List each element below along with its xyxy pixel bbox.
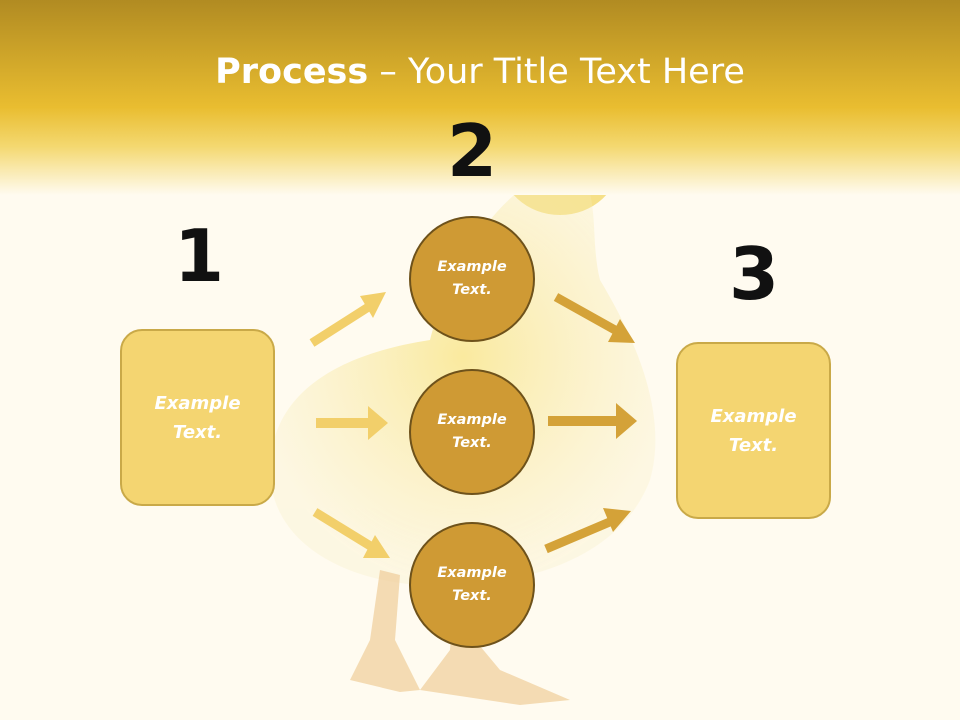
- step-2-node-middle-text: Example Text.: [437, 412, 507, 451]
- step-1-box: Example Text.: [120, 329, 275, 506]
- arrow-1-to-bottom-head: [363, 535, 390, 558]
- arrow-1-to-middle-head: [368, 406, 388, 440]
- arrow-1-to-top-head: [360, 292, 386, 318]
- step-2-node-bottom: Example Text.: [409, 522, 535, 648]
- arrow-1-to-top: [309, 302, 373, 347]
- arrow-bottom-to-3: [544, 516, 614, 554]
- arrow-top-to-3: [553, 293, 618, 334]
- step-1-number: 1: [173, 214, 225, 298]
- step-2-node-middle: Example Text.: [409, 369, 535, 495]
- step-3-box: Example Text.: [676, 342, 831, 519]
- arrows-from-step-1: [309, 292, 390, 558]
- step-2-node-top: Example Text.: [409, 216, 535, 342]
- arrow-top-to-3-head: [608, 319, 635, 343]
- arrow-middle-to-3-head: [616, 403, 637, 439]
- step-3-number: 3: [728, 232, 780, 316]
- arrows-to-step-3: [544, 293, 637, 554]
- slide-title: Process – Your Title Text Here: [0, 52, 960, 92]
- arrow-1-to-bottom: [312, 508, 375, 551]
- title-bold: Process: [215, 52, 369, 92]
- step-2-node-top-text: Example Text.: [437, 259, 507, 298]
- title-rest: – Your Title Text Here: [368, 52, 745, 92]
- step-1-text: Example Text.: [154, 392, 241, 443]
- step-3-text: Example Text.: [710, 405, 797, 456]
- step-2-node-bottom-text: Example Text.: [437, 565, 507, 604]
- arrow-bottom-to-3-head: [603, 508, 631, 532]
- step-2-number: 2: [446, 109, 498, 193]
